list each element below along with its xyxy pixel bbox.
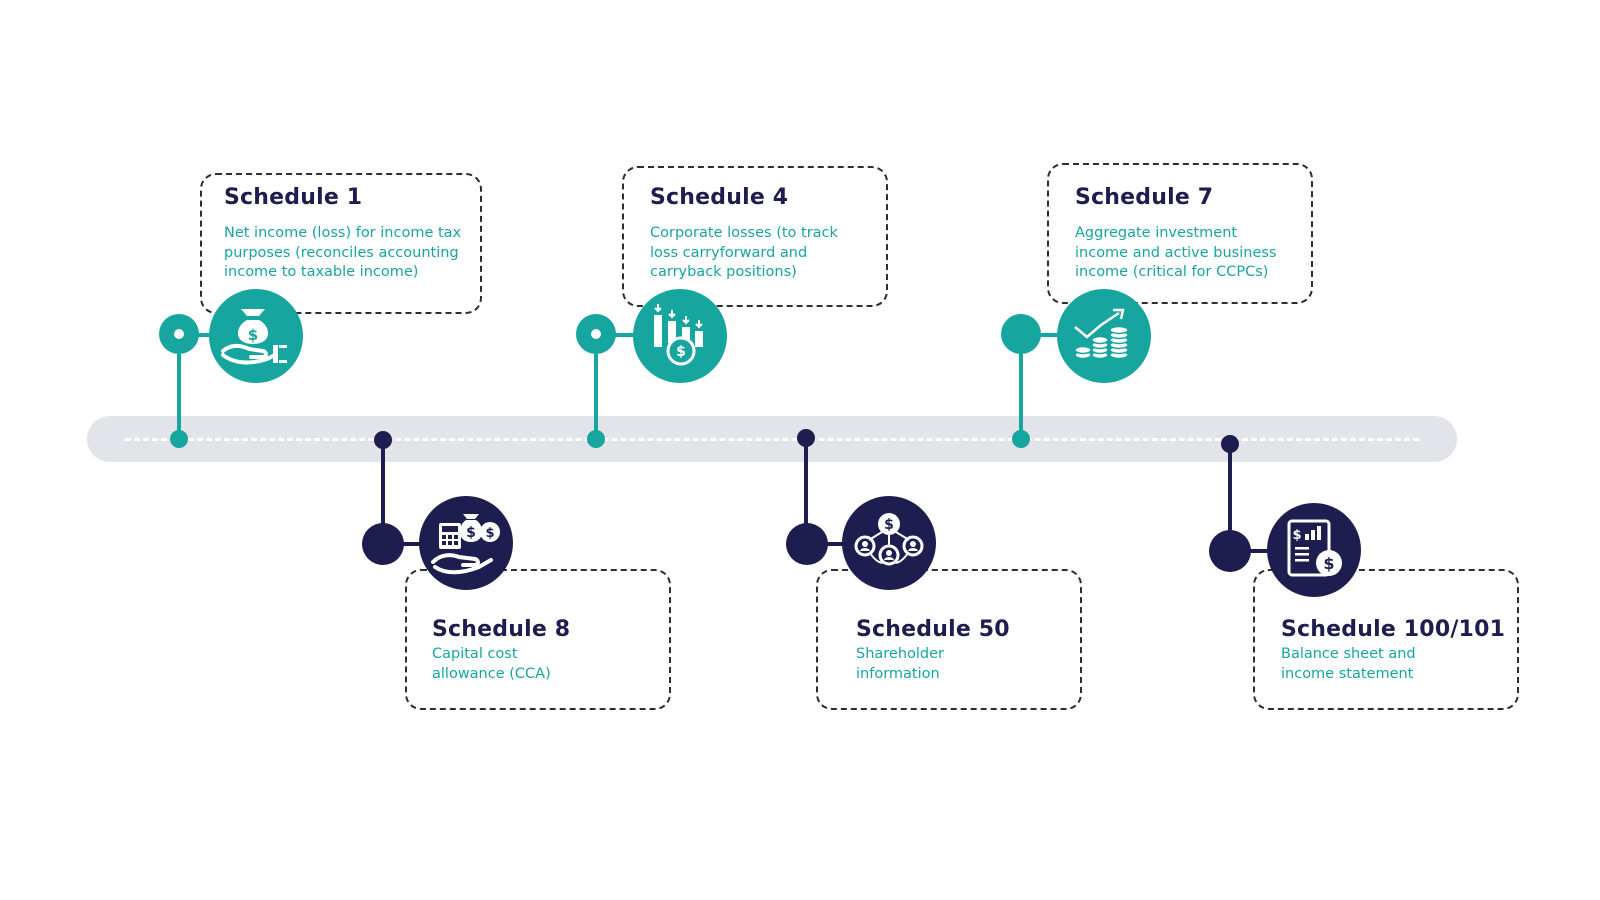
schedule-50-card: Schedule 50 Shareholder information (816, 569, 1082, 710)
schedule-100-stem (1228, 442, 1232, 542)
schedule-8-stem (381, 438, 385, 538)
schedule-7-stem (1019, 354, 1023, 436)
schedule-8-track-dot (374, 431, 392, 449)
schedule-1-description-line: income to taxable income) (224, 264, 419, 280)
calculator-money-hand-icon: $ $ (419, 496, 513, 590)
schedule-7-description-line: Aggregate investment (1075, 225, 1238, 241)
schedule-50-description-line: information (856, 665, 940, 682)
schedule-50-node (786, 523, 828, 565)
schedule-100-description-line: Balance sheet and (1281, 646, 1416, 662)
schedule-100-description-line: income statement (1281, 665, 1414, 682)
schedule-8-connector (400, 542, 420, 546)
schedule-1-description: Net income (loss) for income tax purpose… (224, 224, 461, 283)
schedule-50-description: Shareholder information (856, 645, 944, 684)
schedule-4-ring-node (576, 314, 616, 354)
schedule-1-stem (177, 354, 181, 436)
schedule-1-track-dot (170, 430, 188, 448)
schedule-8-node (362, 523, 404, 565)
schedule-7-track-dot (1012, 430, 1030, 448)
schedule-50-track-dot (797, 429, 815, 447)
schedule-7-connector (1039, 333, 1059, 337)
schedule-100-track-dot (1221, 435, 1239, 453)
schedule-7-title: Schedule 7 (1075, 185, 1214, 210)
schedule-50-stem (804, 436, 808, 536)
schedule-1-description-line: purposes (reconciles accounting (224, 244, 459, 261)
svg-text:$: $ (485, 526, 494, 541)
schedule-4-description-line: loss carryforward and (650, 244, 808, 261)
schedule-8-title: Schedule 8 (432, 617, 571, 642)
schedule-7-card: Schedule 7 Aggregate investment income a… (1047, 163, 1313, 304)
schedule-1-description-line: Net income (loss) for income tax (224, 225, 462, 241)
svg-text:$: $ (1323, 554, 1334, 573)
svg-text:$: $ (676, 344, 686, 360)
schedule-4-card: Schedule 4 Corporate losses (to track lo… (622, 166, 888, 307)
schedule-8-description-line: Capital cost (432, 646, 518, 662)
schedule-7-description-line: income (critical for CCPCs) (1075, 264, 1269, 280)
timeline-track (87, 416, 1457, 462)
schedule-7-description: Aggregate investment income and active b… (1075, 224, 1277, 283)
schedule-8-card: Schedule 8 Capital cost allowance (CCA) (405, 569, 671, 710)
schedule-50-description-line: Shareholder (856, 646, 945, 662)
svg-text:$: $ (884, 517, 894, 533)
svg-text:$: $ (248, 326, 258, 344)
schedule-4-description-line: carryback positions) (650, 264, 797, 280)
timeline-dashed-line (125, 438, 1419, 441)
declining-chart-coin-icon: $ (633, 289, 727, 383)
schedule-4-description: Corporate losses (to track loss carryfor… (650, 224, 838, 283)
svg-text:$: $ (1292, 528, 1301, 543)
schedule-100-description: Balance sheet and income statement (1281, 645, 1416, 684)
schedule-50-title: Schedule 50 (856, 617, 1010, 642)
rising-coins-icon (1057, 289, 1151, 383)
shareholder-network-icon: $ (842, 496, 936, 590)
schedule-4-stem (594, 354, 598, 436)
schedule-1-title: Schedule 1 (224, 185, 363, 210)
svg-text:$: $ (466, 525, 476, 541)
schedule-4-title: Schedule 4 (650, 185, 789, 210)
schedule-1-ring-node (159, 314, 199, 354)
financial-statement-icon: $ $ (1267, 503, 1361, 597)
schedule-1-connector (197, 333, 217, 337)
schedule-7-node (1001, 314, 1041, 354)
schedule-50-connector (824, 542, 844, 546)
schedule-4-track-dot (587, 430, 605, 448)
schedule-4-connector (614, 333, 636, 337)
schedule-100-node (1209, 530, 1251, 572)
money-bag-hand-icon: $ (209, 289, 303, 383)
schedule-7-description-line: income and active business (1075, 244, 1277, 261)
schedule-8-description: Capital cost allowance (CCA) (432, 645, 551, 684)
schedule-4-description-line: Corporate losses (to track (650, 225, 838, 241)
schedule-8-description-line: allowance (CCA) (432, 665, 551, 682)
schedule-100-title: Schedule 100/101 (1281, 617, 1506, 642)
schedule-100-connector (1247, 549, 1269, 553)
